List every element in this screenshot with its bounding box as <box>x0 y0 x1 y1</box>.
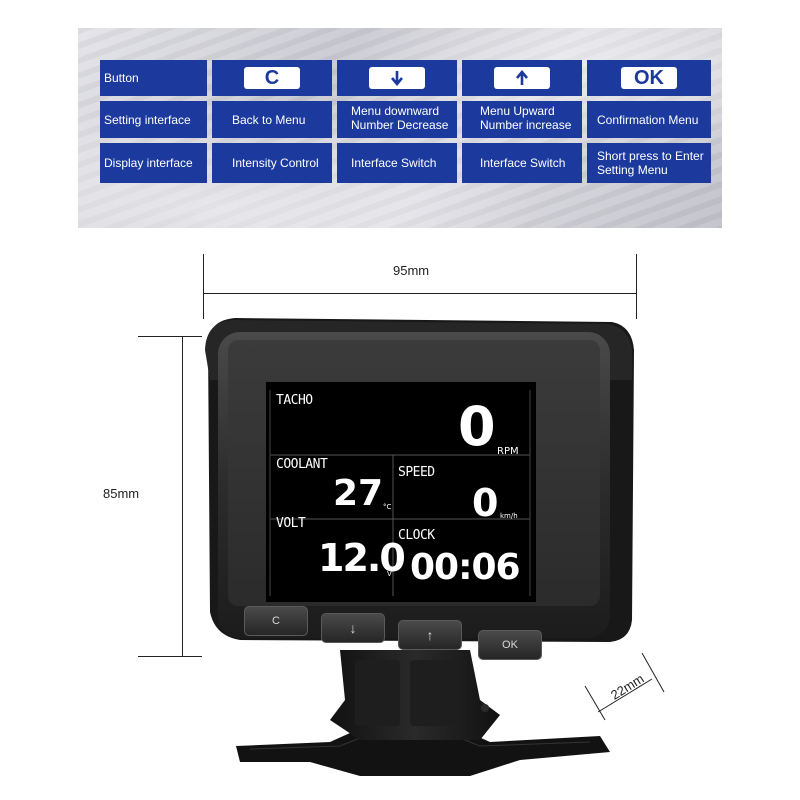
width-tick-right <box>636 254 637 319</box>
height-tick-top <box>138 336 202 337</box>
table-cell: Display interface <box>100 143 207 183</box>
tacho-unit: RPM <box>497 446 519 457</box>
cell-text: Back to Menu <box>232 112 306 127</box>
cell-text: Short press to Enter Setting Menu <box>597 149 704 177</box>
height-dimension-label: 85mm <box>103 486 140 501</box>
clock-label: CLOCK <box>398 528 435 543</box>
table-cell: Interface Switch <box>462 143 582 183</box>
row-header-setting: Setting interface <box>104 112 191 127</box>
table-cell <box>337 60 457 96</box>
table-cell: Confirmation Menu <box>587 101 711 138</box>
table-cell <box>462 60 582 96</box>
cell-text: Menu Upward Number increase <box>480 104 572 132</box>
table-cell: Menu Upward Number increase <box>462 101 582 138</box>
cell-text: Intensity Control <box>232 156 319 170</box>
cell-text: Menu downward Number Decrease <box>351 104 449 132</box>
height-dimension-line <box>182 336 183 656</box>
volt-label: VOLT <box>276 516 306 531</box>
row-header-button: Button <box>104 71 139 85</box>
coolant-value: 27 <box>333 473 384 514</box>
table-cell: OK <box>587 60 711 96</box>
table-cell: Setting interface <box>100 101 207 138</box>
table-cell: Menu downward Number Decrease <box>337 101 457 138</box>
lcd-screen <box>266 382 536 602</box>
table-cell: Short press to Enter Setting Menu <box>587 143 711 183</box>
table-cell: Intensity Control <box>212 143 332 183</box>
speed-value: 0 <box>472 481 499 525</box>
table-cell: C <box>212 60 332 96</box>
device-c-button[interactable]: C <box>244 606 308 636</box>
width-tick-left <box>203 254 204 319</box>
width-dimension-line <box>203 293 637 294</box>
ok-key-graphic: OK <box>621 67 677 89</box>
volt-value: 12.0 <box>318 536 406 580</box>
tacho-value: 0 <box>458 395 496 458</box>
down-arrow-icon <box>369 67 425 89</box>
tacho-label: TACHO <box>276 393 313 408</box>
cell-text: Interface Switch <box>480 156 566 170</box>
device-down-button[interactable]: ↓ <box>321 613 385 643</box>
cell-text: Confirmation Menu <box>597 112 699 127</box>
cell-text: Interface Switch <box>351 156 437 170</box>
clock-value: 00:06 <box>410 547 521 588</box>
width-dimension-label: 95mm <box>393 263 430 278</box>
coolant-unit: °C <box>383 503 392 511</box>
volt-unit: V <box>387 570 392 578</box>
table-cell: Back to Menu <box>212 101 332 138</box>
c-key-graphic: C <box>244 67 300 89</box>
up-arrow-icon <box>494 67 550 89</box>
button-function-table: Button C OK Setting interface Back to Me… <box>78 28 722 228</box>
base-plate <box>236 733 610 776</box>
table-cell: Interface Switch <box>337 143 457 183</box>
speed-unit: km/h <box>500 512 518 520</box>
coolant-label: COOLANT <box>276 457 328 472</box>
speed-label: SPEED <box>398 465 435 480</box>
device-up-button[interactable]: ↑ <box>398 620 462 650</box>
height-tick-bottom <box>138 656 202 657</box>
row-header-display: Display interface <box>104 156 193 170</box>
device-ok-button[interactable]: OK <box>478 630 542 660</box>
table-cell: Button <box>100 60 207 96</box>
